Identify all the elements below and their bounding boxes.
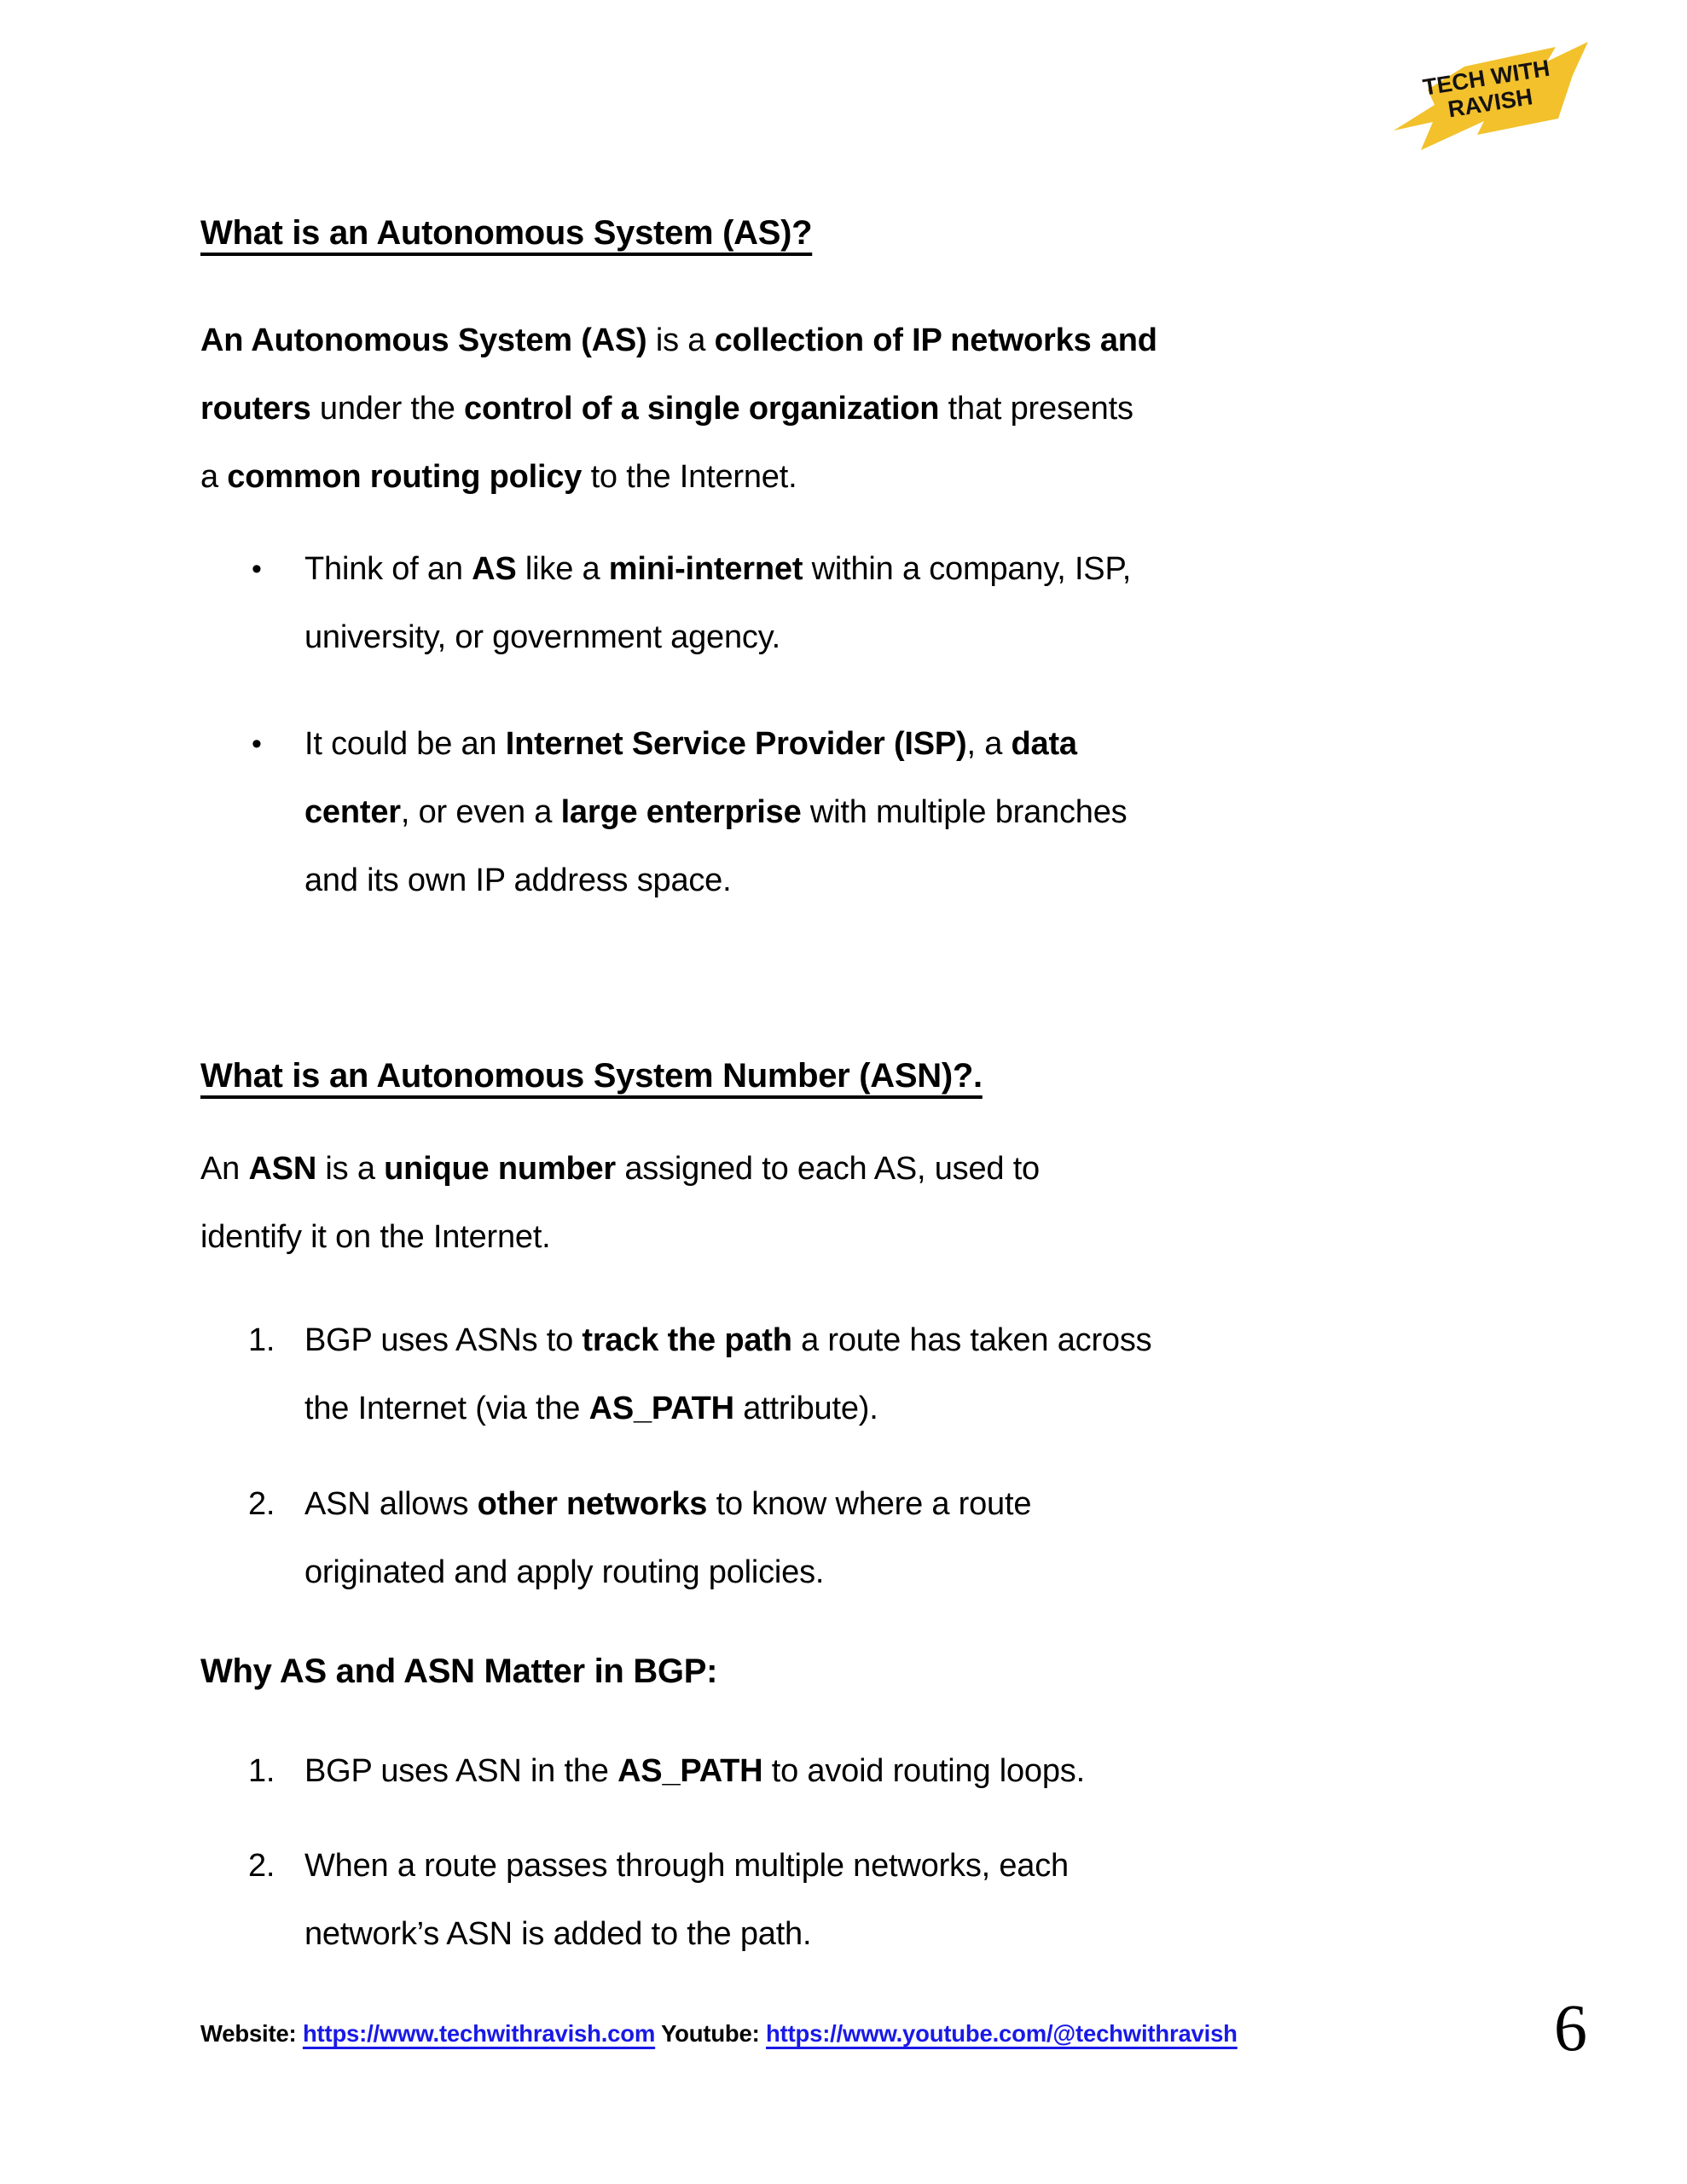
text-line: BGP uses ASN in the AS_PATH to avoid rou… [304, 1737, 1085, 1805]
text-run: It could be an [304, 726, 506, 762]
text-run: Think of an [304, 551, 472, 587]
text-line: university, or government agency. [304, 603, 1131, 671]
text-run: that presents [939, 391, 1133, 427]
list-number: 1. [248, 1753, 275, 1789]
list-item-text: ASN allows other networks to know where … [304, 1470, 1031, 1606]
text-run: to the Internet. [582, 459, 797, 495]
text-run: and its own IP address space. [304, 863, 732, 898]
text-run: large enterprise [560, 794, 802, 830]
list-number: 2. [248, 1848, 275, 1884]
text-run: like a [516, 551, 609, 587]
text-line: originated and apply routing policies. [304, 1538, 1031, 1606]
text-run: is a [316, 1151, 385, 1187]
text-run: other networks [477, 1486, 708, 1522]
text-run: the Internet (via the [304, 1391, 589, 1426]
text-run: to avoid routing loops. [762, 1753, 1085, 1789]
text-line: An ASN is a unique number assigned to ea… [200, 1135, 1040, 1203]
text-line: An Autonomous System (AS) is a collectio… [200, 306, 1157, 375]
text-run: is a [646, 322, 715, 358]
list-number: 2. [248, 1486, 275, 1522]
list-item-text: BGP uses ASN in the AS_PATH to avoid rou… [304, 1737, 1085, 1805]
text-line: and its own IP address space. [304, 846, 1127, 915]
text-run: When a route passes through multiple net… [304, 1848, 1069, 1884]
bullet-item-isp-datacenter: • It could be an Internet Service Provid… [200, 710, 1128, 915]
text-line: BGP uses ASNs to track the path a route … [304, 1306, 1152, 1374]
text-run: identify it on the Internet. [200, 1219, 551, 1255]
heading-text: What is an Autonomous System Number (ASN… [200, 1057, 983, 1095]
paragraph-as-definition: An Autonomous System (AS) is a collectio… [200, 306, 1157, 511]
text-line: Think of an AS like a mini-internet with… [304, 535, 1131, 603]
bullet-marker: • [252, 553, 262, 585]
text-run: with multiple branches [801, 794, 1128, 830]
text-run: center [304, 794, 401, 830]
paragraph-asn-definition: An ASN is a unique number assigned to ea… [200, 1135, 1040, 1271]
text-run: a [200, 459, 228, 495]
list-item-text: When a route passes through multiple net… [304, 1832, 1069, 1968]
text-run: common routing policy [227, 459, 583, 495]
text-line: routers under the control of a single or… [200, 375, 1157, 443]
text-run: assigned to each AS, used to [615, 1151, 1040, 1187]
text-run: track the path [582, 1322, 792, 1358]
text-run: mini-internet [608, 551, 803, 587]
bullet-item-mini-internet: • Think of an AS like a mini-internet wi… [200, 535, 1131, 671]
text-line: center, or even a large enterprise with … [304, 778, 1128, 846]
text-run: AS_PATH [588, 1391, 735, 1426]
text-run: AS_PATH [617, 1753, 763, 1789]
heading-text: Why AS and ASN Matter in BGP: [200, 1653, 718, 1690]
text-line: network’s ASN is added to the path. [304, 1900, 1069, 1968]
text-run: control of a single organization [464, 391, 940, 427]
bullet-text: Think of an AS like a mini-internet with… [304, 535, 1131, 671]
text-line: It could be an Internet Service Provider… [304, 710, 1127, 778]
footer-link[interactable]: https://www.techwithravish.com [302, 2020, 656, 2047]
list-item-text: BGP uses ASNs to track the path a route … [304, 1306, 1152, 1443]
heading-text: What is an Autonomous System (AS)? [200, 214, 813, 252]
text-run: BGP uses ASNs to [304, 1322, 583, 1358]
list-number: 1. [248, 1322, 275, 1358]
text-line: ASN allows other networks to know where … [304, 1470, 1031, 1538]
heading-what-is-asn: What is an Autonomous System Number (ASN… [200, 1042, 983, 1110]
bullet-marker: • [252, 728, 262, 760]
heading-why-as-asn-matter: Why AS and ASN Matter in BGP: [200, 1637, 717, 1705]
text-run: BGP uses ASN in the [304, 1753, 618, 1789]
text-run: originated and apply routing policies. [304, 1554, 825, 1590]
text-run: Website: [200, 2020, 303, 2047]
text-run: within a company, ISP, [803, 551, 1132, 587]
text-line: the Internet (via the AS_PATH attribute)… [304, 1374, 1151, 1443]
text-run: An [200, 1151, 249, 1187]
text-run: unique number [384, 1151, 616, 1187]
text-run: ASN allows [304, 1486, 478, 1522]
text-run: An Autonomous System (AS) [200, 322, 647, 358]
text-run: attribute). [733, 1391, 878, 1426]
text-run: data [1011, 726, 1078, 762]
numbered-item-avoid-loops: 1. BGP uses ASN in the AS_PATH to avoid … [200, 1737, 1085, 1805]
footer-link[interactable]: https://www.youtube.com/@techwithravish [766, 2020, 1238, 2047]
text-run: under the [310, 391, 465, 427]
text-run: Youtube: [655, 2020, 767, 2047]
page-number: 6 [1554, 1990, 1587, 2065]
text-line: a common routing policy to the Internet. [200, 443, 1157, 511]
text-run: , a [966, 726, 1012, 762]
numbered-item-track-path: 1. BGP uses ASNs to track the path a rou… [200, 1306, 1152, 1443]
text-run: a route has taken across [791, 1322, 1152, 1358]
bullet-text: It could be an Internet Service Provider… [304, 710, 1128, 915]
numbered-item-other-networks: 2. ASN allows other networks to know whe… [200, 1470, 1031, 1606]
text-run: network’s ASN is added to the path. [304, 1916, 812, 1952]
text-run: AS [472, 551, 517, 587]
text-line: When a route passes through multiple net… [304, 1832, 1069, 1900]
page-footer: Website: https://www.techwithravish.com … [200, 2016, 1238, 2052]
text-run: , or even a [400, 794, 561, 830]
text-line: identify it on the Internet. [200, 1203, 1040, 1271]
brand-logo: TECH WITH RAVISH [1383, 36, 1597, 160]
text-run: collection of IP networks and [714, 322, 1157, 358]
text-run: to know where a route [707, 1486, 1032, 1522]
text-run: university, or government agency. [304, 619, 781, 655]
numbered-item-asn-added-path: 2. When a route passes through multiple … [200, 1832, 1069, 1968]
text-run: routers [200, 391, 311, 427]
text-run: Internet Service Provider (ISP) [505, 726, 967, 762]
heading-what-is-as: What is an Autonomous System (AS)? [200, 199, 813, 267]
text-run: ASN [248, 1151, 317, 1187]
logo-badge-shape [1394, 42, 1588, 150]
